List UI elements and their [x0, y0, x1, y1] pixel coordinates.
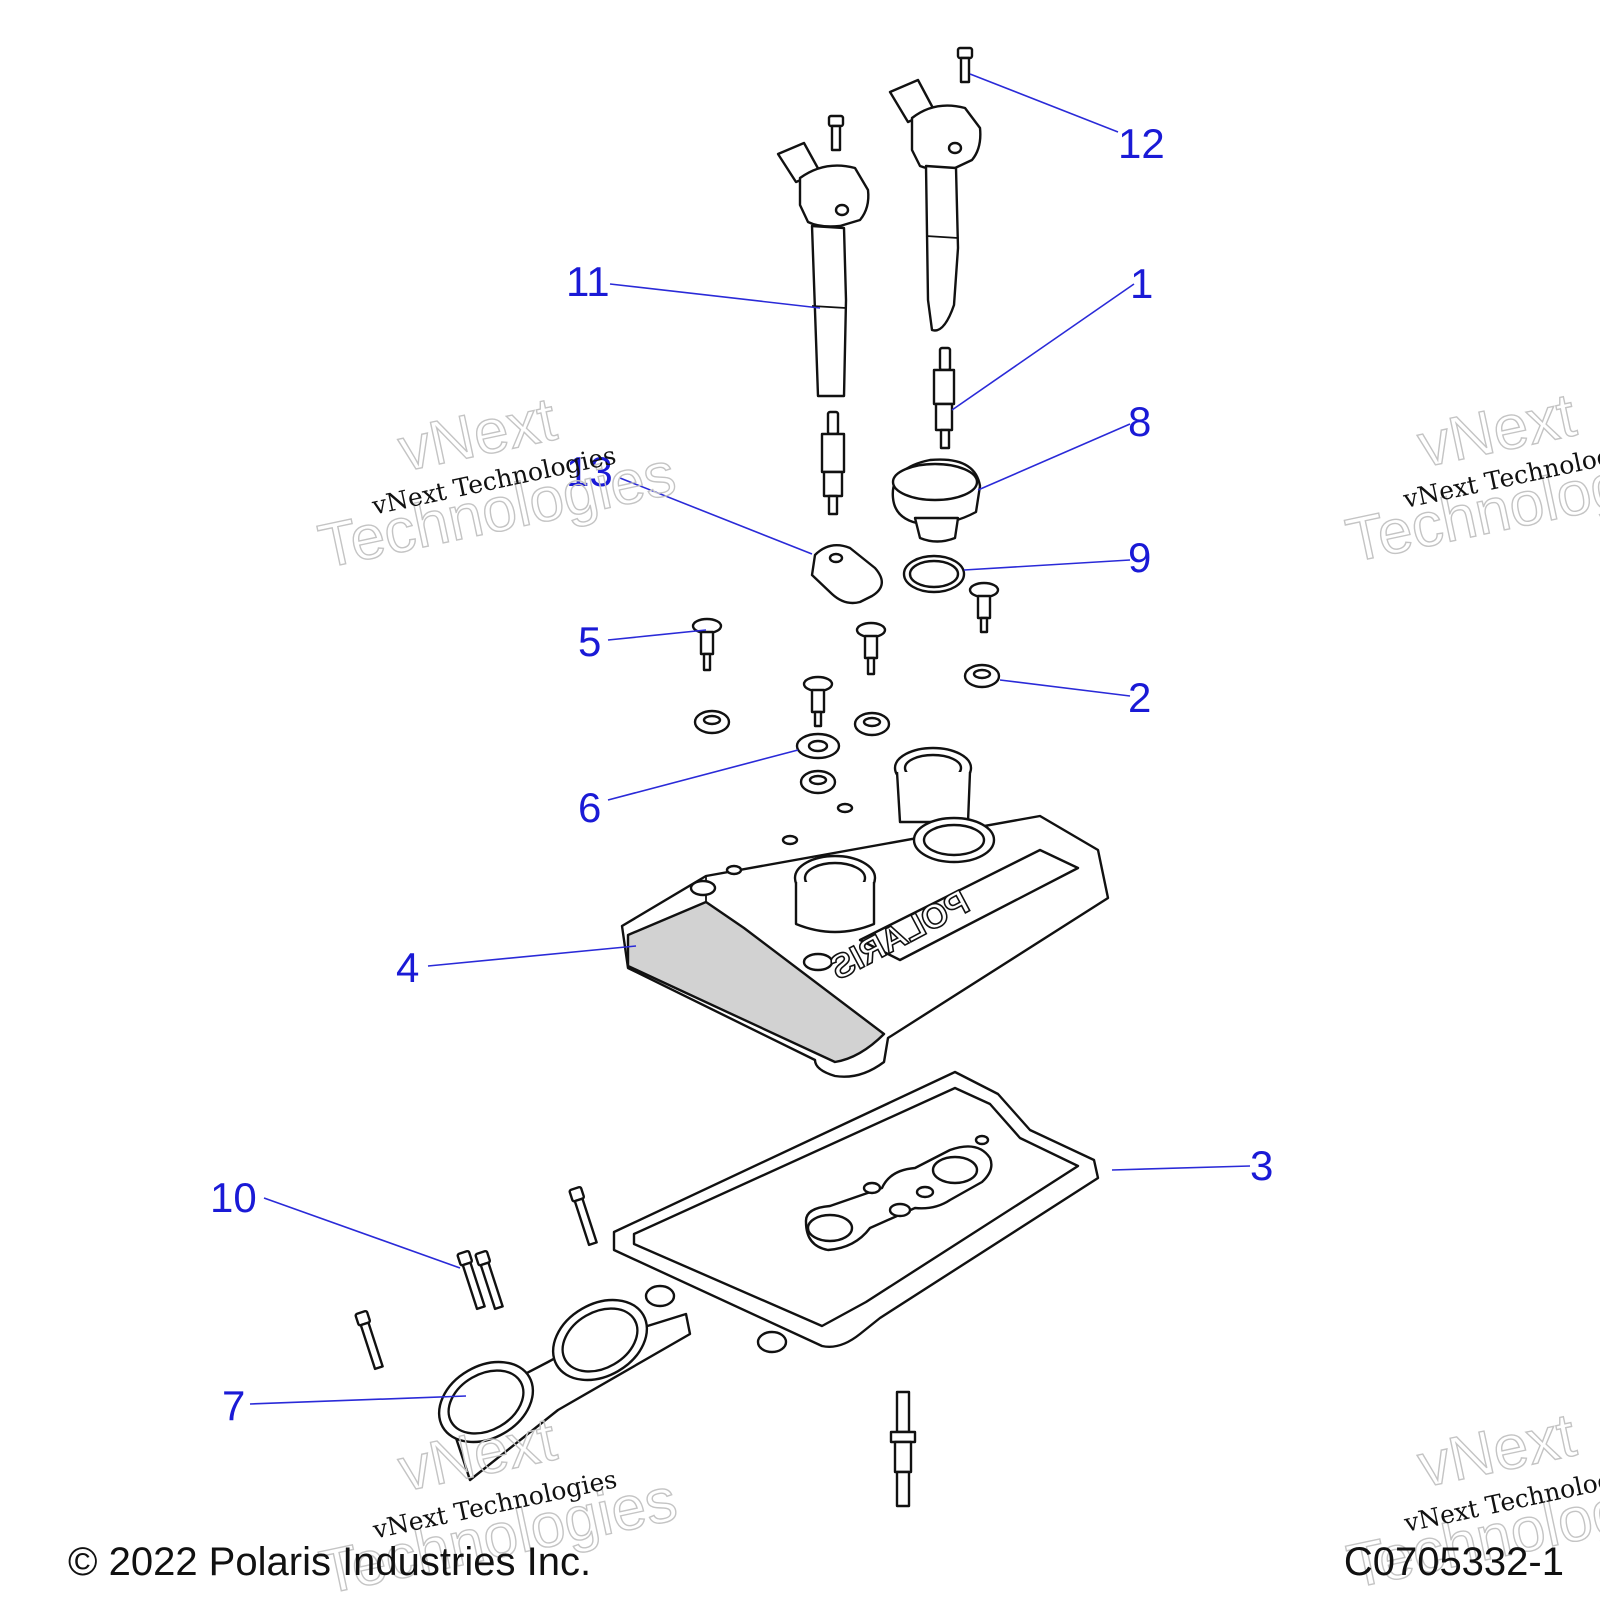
watermark-top-left: vNext Technologies vNext Technologies [312, 384, 682, 583]
part-13-bracket [810, 544, 883, 605]
part-1-ignition-coil [888, 78, 982, 332]
part-3-gasket [612, 1070, 1100, 1354]
callout-1: 1 [1130, 260, 1153, 307]
leader-lines [249, 73, 1251, 1405]
part-8-oil-filler-cap [891, 458, 982, 543]
part-6-washer [795, 732, 841, 760]
callout-7: 7 [222, 1382, 245, 1429]
callout-labels: 1 2 3 4 5 6 7 8 9 10 11 12 13 [210, 120, 1273, 1429]
callout-4: 4 [396, 944, 419, 991]
part-9-o-ring [902, 554, 966, 594]
part-2-grommets [693, 663, 1001, 795]
callout-2: 2 [1128, 674, 1151, 721]
callout-10: 10 [210, 1174, 257, 1221]
part-1-spark-plug [932, 346, 956, 450]
part-4-valve-cover: POLARIS [620, 746, 1110, 1078]
watermark-top-right: vNext Technologies vNext Technologies [1340, 380, 1600, 577]
drawing-code: C0705332-1 [1343, 1540, 1564, 1584]
callout-6: 6 [578, 784, 601, 831]
part-5-cover-bolts [691, 581, 1000, 728]
callout-3: 3 [1250, 1142, 1273, 1189]
callout-9: 9 [1128, 534, 1151, 581]
callout-5: 5 [578, 618, 601, 665]
callout-13: 13 [566, 448, 613, 495]
part-10-bolts [354, 1185, 598, 1371]
part-spark-plug-left [820, 410, 846, 516]
callout-11: 11 [566, 258, 610, 305]
callout-8: 8 [1128, 398, 1151, 445]
part-12-bolt [956, 46, 974, 84]
part-7-intake-boot [437, 1298, 692, 1482]
callout-12: 12 [1118, 120, 1165, 167]
copyright-text: © 2022 Polaris Industries Inc. [68, 1540, 592, 1584]
part-11-ignition-coil [776, 114, 870, 398]
part-stud [889, 1390, 917, 1508]
